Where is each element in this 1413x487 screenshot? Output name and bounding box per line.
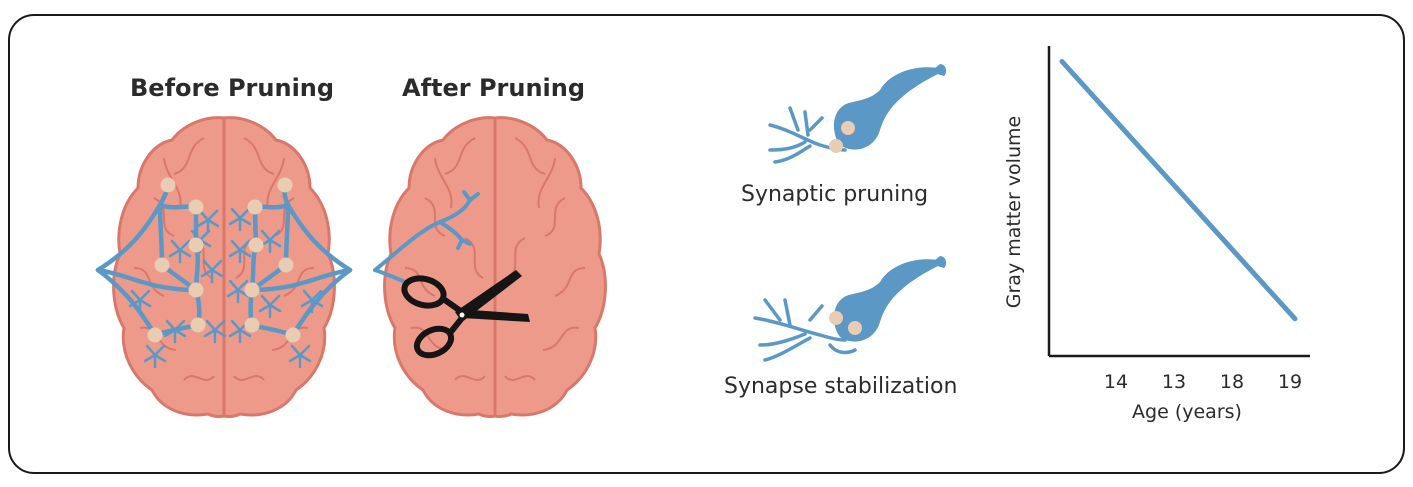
neuron-icon-stabilization xyxy=(753,256,947,362)
x-axis-label: Age (years) xyxy=(1132,401,1242,423)
neuron-icon-pruning xyxy=(768,64,947,164)
gray-matter-line xyxy=(1059,59,1298,322)
scissors-icon xyxy=(401,270,530,359)
x-tick-label: 18 xyxy=(1220,371,1244,393)
synapse-stabilization-label: Synapse stabilization xyxy=(724,374,958,399)
remaining-neuron xyxy=(373,190,480,284)
synapse-nodes xyxy=(147,177,301,343)
x-tick-label: 19 xyxy=(1278,371,1302,393)
brain-icon-after xyxy=(373,116,607,418)
x-tick-label: 13 xyxy=(1162,371,1186,393)
before-pruning-title: Before Pruning xyxy=(130,74,335,102)
after-pruning-title: After Pruning xyxy=(402,74,586,102)
y-axis-label: Gray matter volume xyxy=(1003,116,1025,308)
synaptic-pruning-label: Synaptic pruning xyxy=(741,182,929,207)
x-tick-label: 14 xyxy=(1104,371,1128,393)
brain-icon-before xyxy=(95,116,353,418)
chart: 14 13 18 19 Age (years) Gray matter volume xyxy=(1003,46,1310,423)
